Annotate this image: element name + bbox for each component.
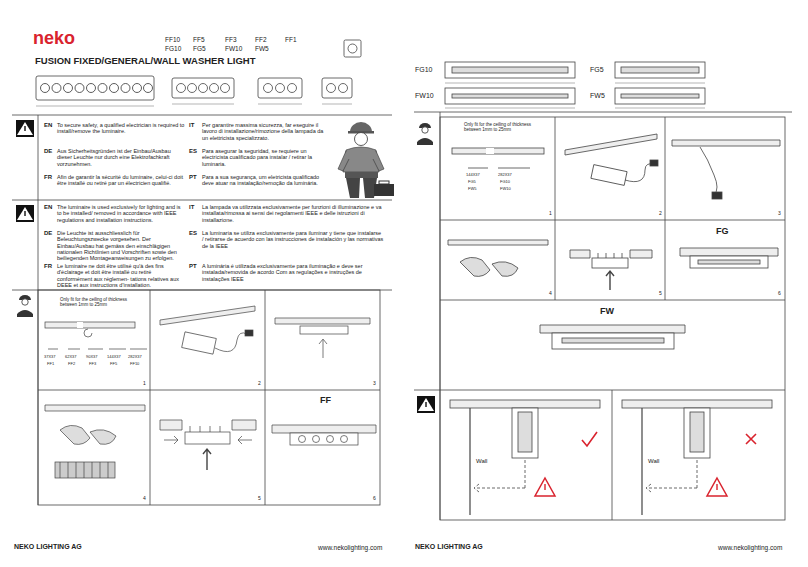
text-label: 1: [549, 211, 552, 217]
text-label: FF1: [285, 36, 297, 43]
text-label: FF5: [110, 362, 117, 367]
text-label: FW10: [225, 45, 242, 52]
text-label: 282X37: [128, 355, 142, 360]
text-label: FR: [44, 263, 52, 270]
text-label: ES: [189, 148, 197, 155]
text-label: FW10: [415, 92, 434, 100]
text-label: FG: [716, 226, 729, 236]
text-label: 62X37: [65, 355, 77, 360]
text-label: 2: [258, 381, 261, 387]
text-label: To secure safety, a qualified electricia…: [57, 122, 185, 135]
text-label: IT: [189, 122, 194, 129]
text-label: www.nekolighting.com: [718, 544, 782, 551]
text-label: FF10: [130, 362, 139, 367]
text-label: Afin de garantir la sécurité du luminair…: [57, 174, 185, 187]
text-label: 5: [258, 496, 261, 502]
text-label: A luminária é utilizada exclusivamente p…: [202, 263, 384, 282]
text-label: 3: [373, 381, 376, 387]
text-label: Only fit for the ceiling of thickness be…: [60, 297, 138, 307]
text-label: IT: [189, 204, 194, 211]
text-label: 144X37: [107, 355, 121, 360]
text-label: 90X37: [86, 355, 98, 360]
text-label: FF5: [193, 36, 205, 43]
text-label: FG5: [590, 66, 604, 74]
text-label: FF1: [47, 362, 54, 367]
text-label: Die Leuchte ist ausschliesslich für Bele…: [57, 230, 185, 262]
text-label: Aus Sicherheitsgründen ist der Einbau/Au…: [57, 148, 185, 167]
text-label: FW5: [468, 187, 476, 192]
text-label: Para a sua segurança, um eletricista qua…: [202, 174, 324, 187]
brand-logo: neko: [33, 28, 75, 49]
text-label: Wall: [476, 458, 487, 465]
text-label: 37X37: [44, 355, 56, 360]
text-label: FG5: [193, 45, 206, 52]
text-label: Para asegurar la seguridad, se requiere …: [202, 148, 324, 167]
text-label: 4: [549, 291, 552, 297]
text-label: FW: [600, 306, 614, 316]
text-label: Per garantire massima sicurezza, far ese…: [202, 122, 324, 141]
text-label: 1: [143, 381, 146, 387]
text-label: EN: [44, 122, 52, 129]
text-label: 144X37: [466, 173, 480, 178]
text-label: www.nekolighting.com: [318, 544, 382, 551]
text-label: FF2: [255, 36, 267, 43]
text-label: FF2: [68, 362, 75, 367]
text-label: FF3: [89, 362, 96, 367]
text-label: 3: [778, 211, 781, 217]
text-label: NEKO LIGHTING AG: [14, 543, 82, 551]
text-label: FF: [320, 395, 331, 405]
text-label: FG10: [500, 180, 510, 185]
text-label: DE: [44, 148, 52, 155]
text-label: Only fit for the ceiling of thickness be…: [464, 122, 544, 132]
text-label: 2: [659, 211, 662, 217]
text-label: 4: [143, 496, 146, 502]
text-label: FF3: [225, 36, 237, 43]
text-label: FF10: [165, 36, 180, 43]
text-label: 282X37: [498, 173, 512, 178]
text-label: FG10: [165, 45, 181, 52]
text-label: PT: [189, 174, 197, 181]
text-label: EN: [44, 204, 52, 211]
text-label: PT: [189, 263, 197, 270]
text-label: FW10: [500, 187, 511, 192]
text-label: La lampada va utilizzata esclusivamente …: [202, 204, 384, 223]
text-label: FG10: [415, 66, 433, 74]
text-label: 6: [778, 291, 781, 297]
text-label: 5: [659, 291, 662, 297]
text-label: 6: [373, 496, 376, 502]
text-label: La luminaria se utiliza exclusivamente p…: [202, 230, 384, 249]
text-label: The luminaire is used exclusively for li…: [57, 204, 185, 223]
text-label: FR: [44, 174, 52, 181]
title-text: FUSION FIXED/GENERAL/WALL WASHER LIGHT: [35, 56, 255, 67]
text-label: FW5: [255, 45, 269, 52]
text-label: Wall: [648, 458, 659, 465]
text-label: NEKO LIGHTING AG: [415, 543, 483, 551]
text-label: Le luminaire ne doit être utilisé qu'à d…: [57, 263, 185, 288]
text-label: FG5: [468, 180, 476, 185]
text-label: ES: [189, 230, 197, 237]
text-label: FW5: [590, 92, 605, 100]
text-label: DE: [44, 230, 52, 237]
